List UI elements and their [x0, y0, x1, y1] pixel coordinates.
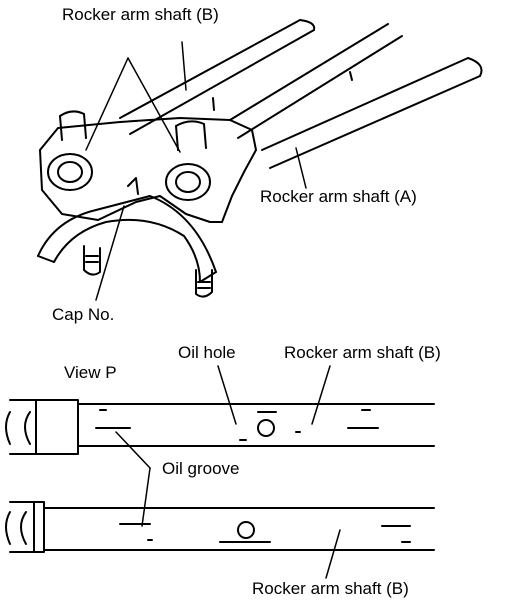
label-rocker-arm-shaft-a: Rocker arm shaft (A) [260, 187, 417, 206]
label-rocker-arm-shaft-b-bottom: Rocker arm shaft (B) [252, 579, 409, 598]
leader-lines-lower [115, 365, 341, 579]
shaft-b-drawing [119, 19, 316, 135]
shaft-a-drawing [229, 23, 483, 169]
label-oil-groove: Oil groove [162, 459, 240, 478]
leader-lines-upper [85, 41, 307, 301]
shaft-bores [47, 153, 211, 201]
view-p-shaft-upper [5, 399, 435, 455]
label-view-p: View P [64, 363, 117, 382]
label-oil-hole: Oil hole [178, 343, 236, 362]
label-rocker-arm-shaft-b-mid: Rocker arm shaft (B) [284, 343, 441, 362]
view-p-shaft-lower [5, 501, 435, 553]
rocker-arm-cap-drawing [37, 97, 257, 298]
label-rocker-arm-shaft-b-top: Rocker arm shaft (B) [62, 5, 219, 24]
label-cap-no: Cap No. [52, 305, 115, 324]
